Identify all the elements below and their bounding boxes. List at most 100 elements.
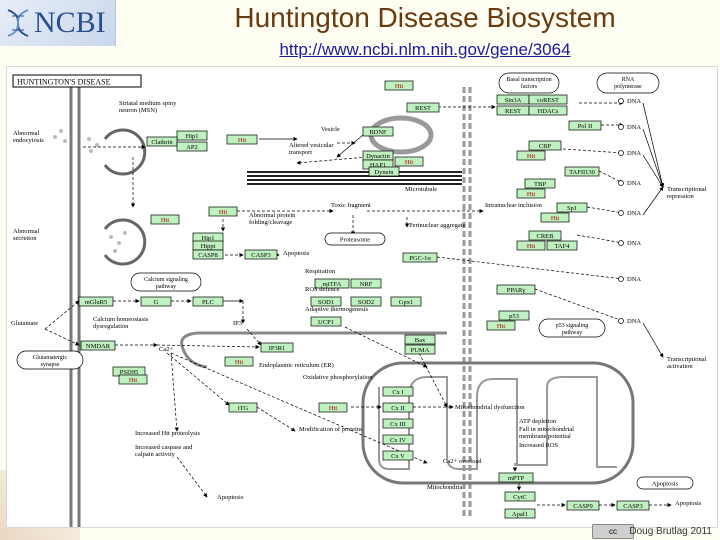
gene-box-psd95[interactable]: PSD95: [112, 366, 146, 377]
gene-box-nmdar[interactable]: NMDAR: [80, 340, 116, 351]
svg-text:Htt: Htt: [551, 215, 560, 222]
gene-box-creb[interactable]: CREB: [528, 230, 562, 241]
gene-box-sod2[interactable]: SOD2: [350, 296, 382, 307]
gene-box-htt-sp1[interactable]: Htt: [540, 212, 570, 223]
gene-box-casp3[interactable]: CASP3: [244, 249, 278, 260]
gene-box-puma[interactable]: PUMA: [404, 344, 436, 355]
gene-box-mttfa[interactable]: mtTFA: [314, 278, 350, 289]
gene-box-cx3[interactable]: Cx III: [382, 418, 414, 429]
gene-box-htt-ox[interactable]: Htt: [318, 402, 348, 413]
gene-box-taf[interactable]: TAFII130: [564, 166, 600, 177]
gene-box-hip1b[interactable]: Hip1: [192, 232, 224, 243]
svg-text:repression: repression: [667, 193, 694, 200]
slide-title: Huntington Disease Biosystem: [234, 2, 616, 33]
svg-text:Htt: Htt: [527, 153, 536, 160]
label-inc-htt: Increased Htt proteolysis: [135, 430, 200, 437]
svg-text:CASP3: CASP3: [251, 252, 271, 259]
gene-box-sp1[interactable]: Sp1: [556, 202, 588, 213]
label-overload: Ca2+ overload: [443, 458, 482, 465]
gene-box-pol2[interactable]: Pol II: [568, 120, 602, 131]
gene-box-nrf[interactable]: NRF: [350, 278, 382, 289]
gene-box-mptp[interactable]: mPTP: [498, 472, 534, 483]
gene-box-bax[interactable]: Bax: [404, 334, 436, 345]
gene-box-htt-p53[interactable]: Htt: [486, 320, 516, 331]
gene-box-htt-sec[interactable]: Htt: [150, 214, 180, 225]
gene-box-sod1[interactable]: SOD1: [310, 296, 342, 307]
gene-box-htt-creb[interactable]: Htt: [516, 240, 546, 251]
pathway-oval-proteasome[interactable]: Proteasome: [324, 232, 386, 246]
gene-box-plc[interactable]: PLC: [192, 296, 224, 307]
svg-text:Htt: Htt: [405, 159, 414, 166]
gene-box-casp9[interactable]: CASP9: [566, 500, 600, 511]
gene-box-cx5[interactable]: Cx V: [382, 450, 414, 461]
label-er: Endoplasmic reticulum (ER): [259, 362, 334, 369]
label-vesicle: Vesicle: [321, 126, 340, 133]
gene-box-apaf1[interactable]: Apaf1: [504, 508, 536, 519]
gene-box-htt-psd[interactable]: Htt: [118, 374, 148, 385]
gene-box-clathrin[interactable]: Clathrin: [146, 136, 178, 147]
gene-box-cx1[interactable]: Cx I: [382, 386, 414, 397]
svg-text:TAFII130: TAFII130: [569, 169, 595, 176]
gene-box-hdacs[interactable]: HDACs: [528, 105, 568, 116]
svg-text:Ca2+ overload: Ca2+ overload: [443, 458, 482, 465]
svg-text:activation: activation: [667, 363, 693, 370]
gene-box-dynein[interactable]: Dynein: [368, 166, 400, 177]
gene-box-ip3r1[interactable]: IP3R1: [260, 342, 294, 353]
gene-box-sin3a[interactable]: Sin3A: [496, 94, 530, 105]
svg-text:DNA: DNA: [627, 210, 641, 217]
gene-box-htt-ip3[interactable]: Htt: [224, 356, 254, 367]
gene-box-htt-hap1[interactable]: Htt: [394, 156, 424, 167]
svg-text:Hip1: Hip1: [202, 235, 215, 242]
gene-box-htt-hip1[interactable]: Htt: [226, 134, 258, 145]
svg-text:ROS defence: ROS defence: [305, 286, 340, 293]
gene-box-rest2[interactable]: REST: [496, 105, 530, 116]
svg-text:CBP: CBP: [539, 143, 552, 150]
svg-text:IP3R1: IP3R1: [269, 345, 286, 352]
ncbi-gene-link[interactable]: http://www.ncbi.nlm.nih.gov/gene/3064: [279, 40, 571, 59]
gene-box-p53[interactable]: p53: [498, 310, 530, 321]
gene-box-casp8[interactable]: CASP8: [192, 249, 224, 260]
svg-text:Proteasome: Proteasome: [340, 237, 370, 244]
gene-box-dynactin[interactable]: Dynactin: [362, 150, 394, 161]
gene-box-corest[interactable]: coREST: [528, 94, 568, 105]
label-mod-prot: Modification of proteins: [299, 426, 363, 433]
gene-box-hip1[interactable]: Hip1: [176, 130, 208, 141]
label-respiration: Respiration: [305, 268, 336, 275]
gene-box-mglur5[interactable]: mGluR5: [78, 296, 114, 307]
gene-box-cbp[interactable]: CBP: [528, 140, 562, 151]
gene-box-hippi[interactable]: Hippi: [192, 240, 224, 251]
gene-box-rest[interactable]: REST: [406, 102, 440, 113]
gene-box-htt-tbp[interactable]: Htt: [516, 188, 546, 199]
svg-text:SOD2: SOD2: [358, 299, 374, 306]
gene-box-htt-rest[interactable]: Htt: [384, 80, 414, 91]
gene-box-bdnf[interactable]: BDNF: [362, 126, 394, 137]
gene-box-tbp[interactable]: TBP: [524, 178, 556, 189]
gene-box-ttg[interactable]: tTG: [228, 402, 258, 413]
gene-box-cx2[interactable]: Cx II: [382, 402, 414, 413]
gene-box-pgc[interactable]: PGC-1α: [402, 252, 438, 263]
gene-box-gpx1[interactable]: Gpx1: [390, 296, 422, 307]
gene-box-ucp1[interactable]: UCP1: [310, 316, 342, 327]
gene-box-cx4[interactable]: Cx IV: [382, 434, 414, 445]
gene-box-casp3b[interactable]: CASP3: [616, 500, 650, 511]
gene-box-htt-cbp[interactable]: Htt: [516, 150, 546, 161]
pathway-oval-apop-pw[interactable]: Apoptosis: [636, 476, 694, 490]
gene-box-htt-frag[interactable]: Htt: [208, 206, 238, 217]
gene-box-ap2[interactable]: AP2: [176, 141, 208, 152]
gene-box-cytc[interactable]: CytC: [504, 491, 536, 502]
gene-box-ppar[interactable]: PPARγ: [496, 284, 536, 295]
gene-box-taf4[interactable]: TAF4: [546, 240, 578, 251]
dna-label: DNA: [618, 180, 641, 187]
svg-text:DNA: DNA: [627, 98, 641, 105]
svg-text:Calcium signaling: Calcium signaling: [144, 277, 188, 283]
gene-box-g[interactable]: G: [140, 296, 172, 307]
svg-text:mGluR5: mGluR5: [85, 299, 107, 306]
svg-text:Htt: Htt: [235, 359, 244, 366]
